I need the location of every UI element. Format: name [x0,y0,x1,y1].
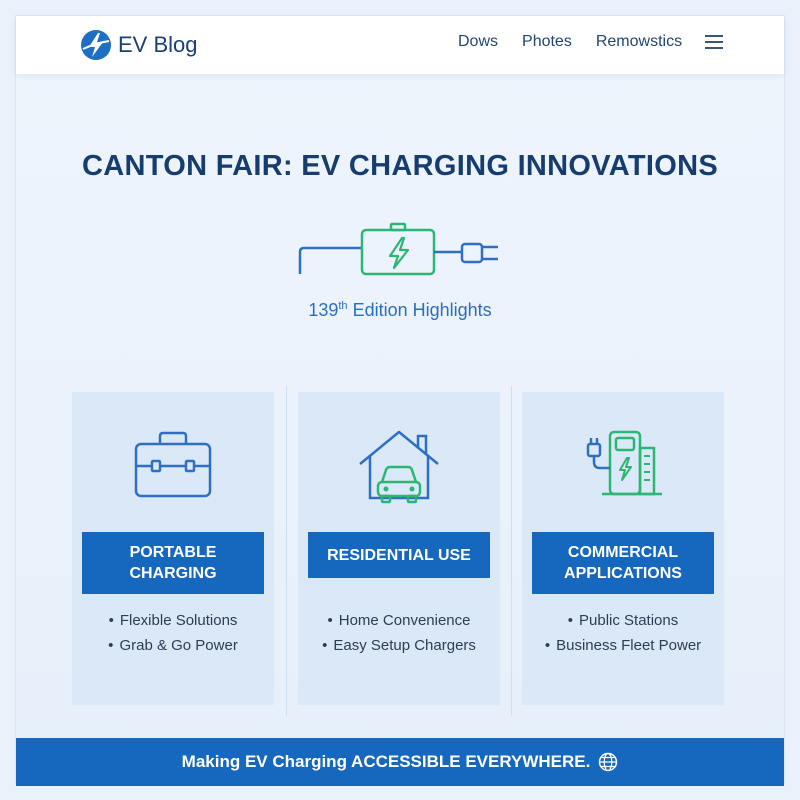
column-divider [511,386,512,716]
brand-logo[interactable]: EV Blog [80,29,198,61]
footer-banner: Making EV Charging ACCESSIBLE EVERYWHERE… [16,738,784,786]
edition-number: 139 [308,300,339,320]
page-title: CANTON FAIR: EV CHARGING INNOVATIONS [82,150,718,182]
card-bullet: Grab & Go Power [72,633,274,658]
card-commercial-applications: COMMERCIAL APPLICATIONS Public Stations … [522,392,724,705]
banner-text: Making EV Charging ACCESSIBLE EVERYWHERE… [181,752,591,771]
hamburger-menu-icon[interactable] [704,34,724,50]
house-car-icon [359,430,439,504]
card-label: COMMERCIAL APPLICATIONS [532,532,714,594]
card-portable-charging: PORTABLE CHARGING Flexible Solutions Gra… [72,392,274,705]
card-bullet: Public Stations [522,608,724,633]
card-bullet-list: Home Convenience Easy Setup Chargers [298,608,500,658]
lightning-circle-icon [81,30,111,60]
card-bullet: Easy Setup Chargers [298,633,500,658]
column-divider [286,386,287,716]
battery-plug-icon [298,222,498,276]
charging-station-icon [586,430,662,496]
card-bullet: Flexible Solutions [72,608,274,633]
nav-link-remowstics[interactable]: Remowstics [595,33,683,50]
nav-link-photes[interactable]: Photes [522,33,572,50]
card-bullet-list: Public Stations Business Fleet Power [522,608,724,658]
nav-link-dows[interactable]: Dows [458,33,499,50]
brand-name: EV Blog [118,32,198,57]
edition-text: Edition Highlights [347,300,492,320]
card-bullet: Business Fleet Power [522,633,724,658]
edition-suffix: th [338,300,348,312]
page-frame: EV Blog Dows Photes Remowstics CANTON FA… [16,16,784,786]
card-label: RESIDENTIAL USE [308,532,490,578]
card-bullet-list: Flexible Solutions Grab & Go Power [72,608,274,658]
site-header: EV Blog Dows Photes Remowstics [16,16,784,74]
page-subtitle: 139th Edition Highlights [16,300,784,321]
globe-icon [599,752,618,772]
main-nav: Dows Photes Remowstics [458,33,724,51]
card-residential-use: RESIDENTIAL USE Home Convenience Easy Se… [298,392,500,705]
toolbox-icon [134,431,212,498]
card-bullet: Home Convenience [298,608,500,633]
card-label: PORTABLE CHARGING [82,532,264,594]
